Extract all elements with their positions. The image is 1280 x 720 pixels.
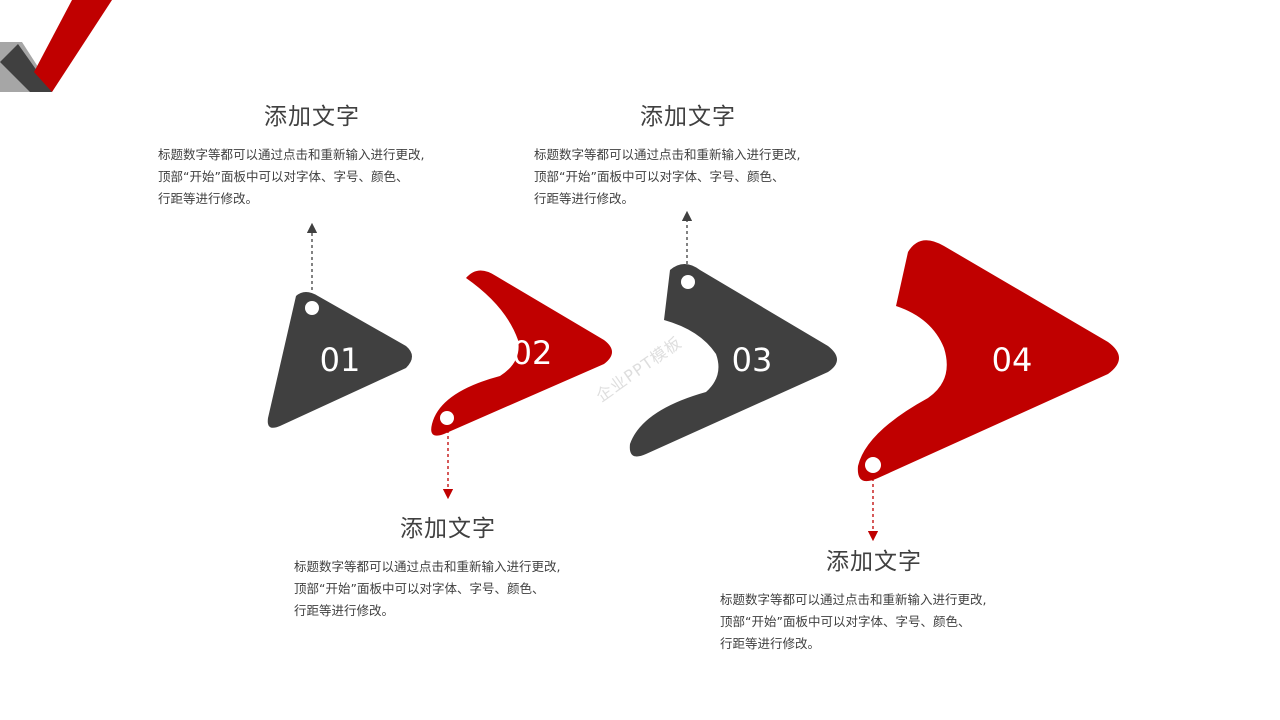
step-number-01: 01 bbox=[319, 341, 361, 379]
step-hole-02 bbox=[440, 411, 454, 425]
logo-dark-piece bbox=[0, 44, 52, 92]
step-title-04: 添加文字 bbox=[826, 549, 922, 575]
step-hole-03 bbox=[681, 275, 695, 289]
step-number-04: 04 bbox=[991, 341, 1033, 379]
corner-checkmark-logo bbox=[0, 0, 112, 92]
step-number-03: 03 bbox=[731, 341, 773, 379]
step-title-02: 添加文字 bbox=[400, 516, 496, 542]
step-desc-03: 标题数字等都可以通过点击和重新输入进行更改, 顶部“开始”面板中可以对字体、字号… bbox=[534, 147, 801, 206]
step-shape-02 bbox=[431, 270, 612, 436]
step-desc-02: 标题数字等都可以通过点击和重新输入进行更改, 顶部“开始”面板中可以对字体、字号… bbox=[294, 559, 561, 618]
step-title-03: 添加文字 bbox=[640, 104, 736, 130]
step-number-02: 02 bbox=[511, 334, 553, 372]
step-shape-04 bbox=[857, 240, 1119, 482]
step-desc-01: 标题数字等都可以通过点击和重新输入进行更改, 顶部“开始”面板中可以对字体、字号… bbox=[158, 147, 425, 206]
step-title-01: 添加文字 bbox=[264, 104, 360, 130]
step-desc-04: 标题数字等都可以通过点击和重新输入进行更改, 顶部“开始”面板中可以对字体、字号… bbox=[720, 592, 987, 651]
step-hole-01 bbox=[305, 301, 319, 315]
step-hole-04 bbox=[865, 457, 881, 473]
logo-red-piece bbox=[34, 0, 112, 92]
step-shape-01 bbox=[267, 292, 412, 428]
step-shape-03 bbox=[629, 264, 837, 457]
